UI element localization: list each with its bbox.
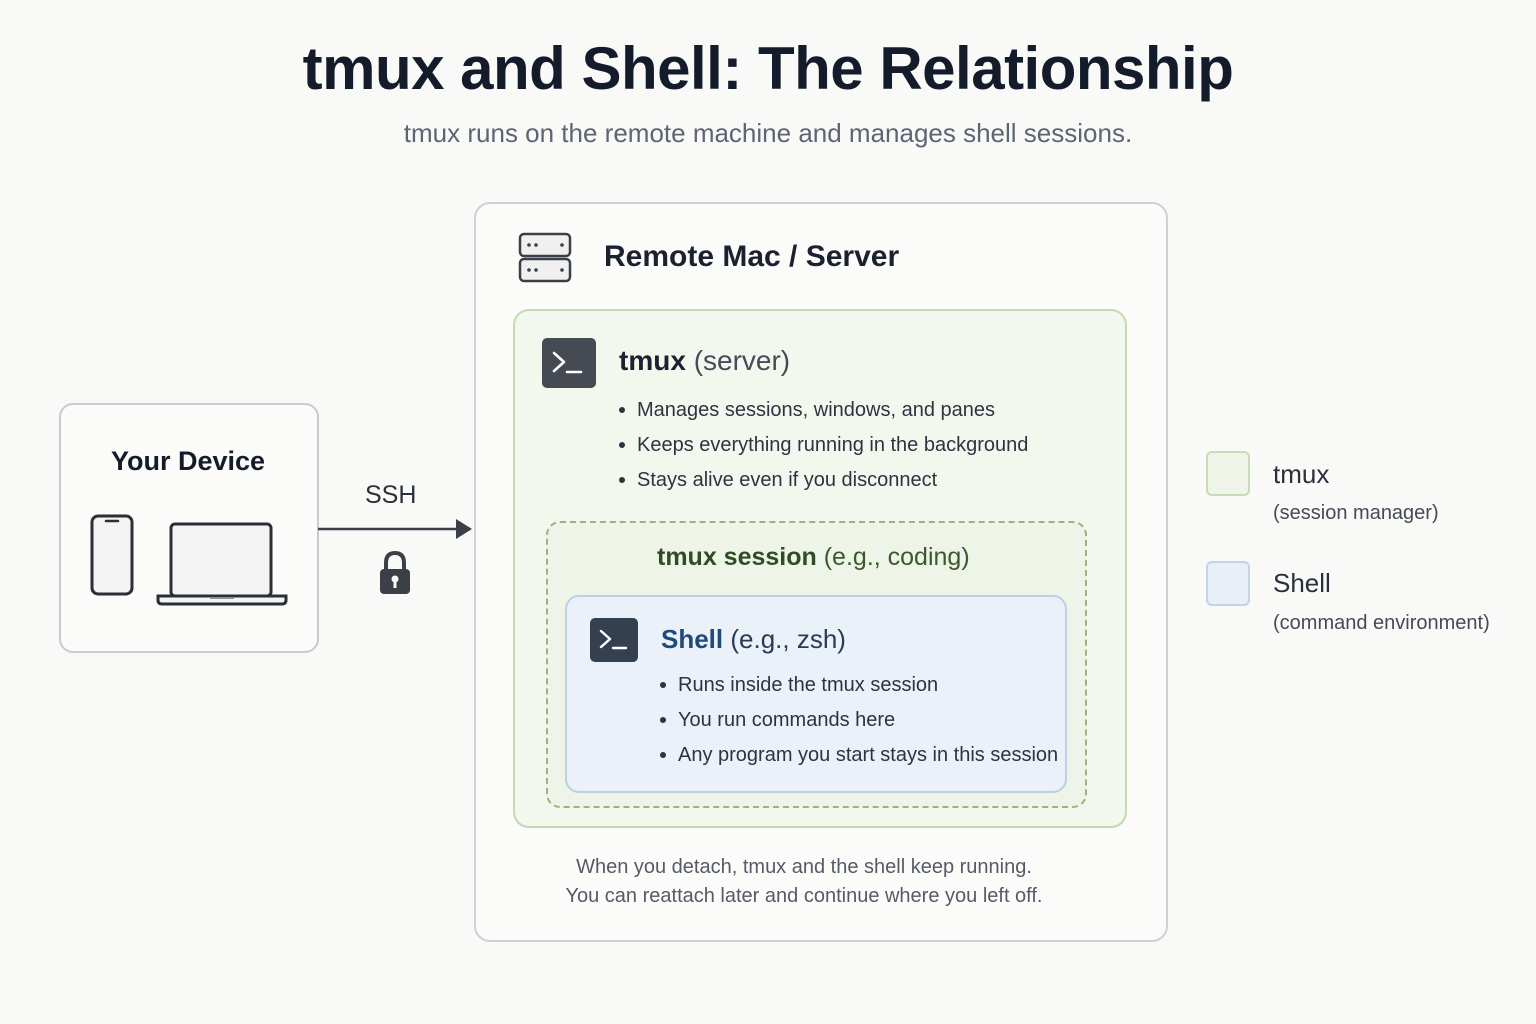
list-item: Manages sessions, windows, and panes <box>619 397 1028 432</box>
tmux-qualifier: (server) <box>693 345 791 376</box>
legend-shell-name: Shell <box>1273 568 1331 598</box>
list-item: You run commands here <box>660 707 1058 742</box>
shell-box <box>565 595 1067 793</box>
shell-bullet-list: Runs inside the tmux session You run com… <box>660 672 1058 777</box>
legend-tmux-description: (session manager) <box>1273 502 1439 524</box>
list-item: Keeps everything running in the backgrou… <box>619 432 1028 467</box>
footnote-line: When you detach, tmux and the shell keep… <box>576 856 1032 878</box>
shell-heading: Shell (e.g., zsh) <box>661 624 846 655</box>
legend-shell-swatch <box>1206 561 1250 606</box>
legend-shell-description: (command environment) <box>1273 612 1490 634</box>
list-item: Any program you start stays in this sess… <box>660 742 1058 777</box>
legend-tmux-swatch <box>1206 451 1250 496</box>
tmux-bullet-list: Manages sessions, windows, and panes Kee… <box>619 397 1028 502</box>
lock-icon <box>380 550 410 594</box>
phone-icon <box>90 514 134 596</box>
tmux-name: tmux <box>619 345 686 376</box>
terminal-icon <box>542 338 596 388</box>
arrow-right-icon <box>318 519 472 539</box>
page-title: tmux and Shell: The Relationship <box>302 35 1234 102</box>
laptop-icon <box>156 522 288 606</box>
page-subtitle: tmux runs on the remote machine and mana… <box>403 118 1133 148</box>
shell-name: Shell <box>661 624 724 654</box>
list-item: Stays alive even if you disconnect <box>619 467 1028 502</box>
shell-qualifier: (e.g., zsh) <box>730 624 846 654</box>
legend-tmux-name: tmux <box>1273 459 1330 489</box>
session-name: tmux session <box>657 543 817 571</box>
tmux-heading: tmux (server) <box>619 345 790 377</box>
terminal-icon <box>590 618 638 662</box>
list-item: Runs inside the tmux session <box>660 672 1058 707</box>
ssh-label: SSH <box>365 481 417 509</box>
server-icon <box>518 232 572 283</box>
session-qualifier: (e.g., coding) <box>823 543 970 571</box>
footnote: When you detach, tmux and the shell keep… <box>474 853 1134 911</box>
remote-title: Remote Mac / Server <box>604 240 900 273</box>
session-heading: tmux session (e.g., coding) <box>657 543 970 572</box>
footnote-line: You can reattach later and continue wher… <box>565 885 1043 907</box>
device-title: Your Device <box>110 446 266 476</box>
